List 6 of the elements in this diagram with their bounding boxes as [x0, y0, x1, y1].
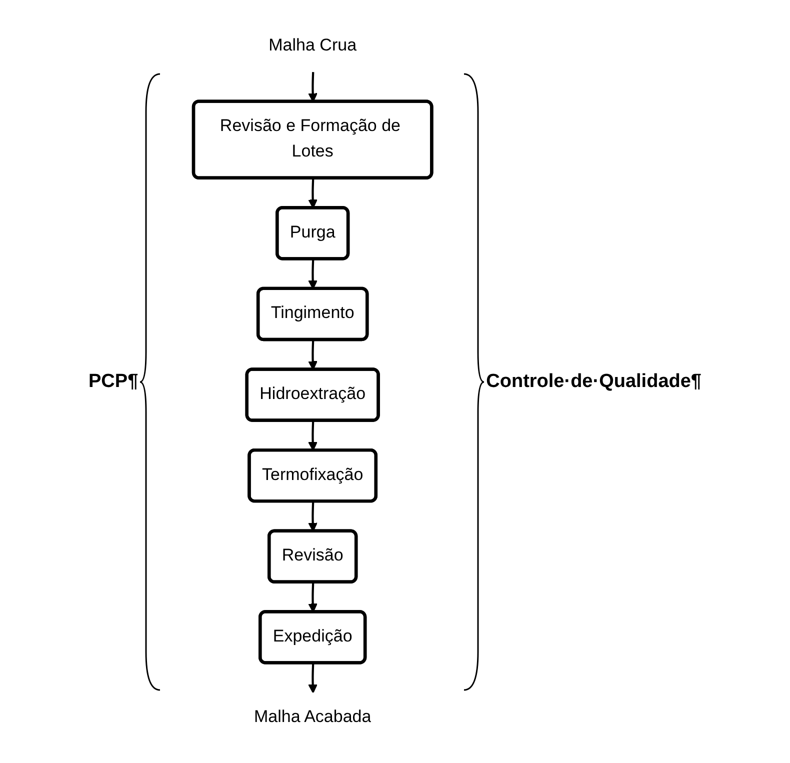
arrow	[308, 662, 318, 693]
node-text: Malha Crua	[268, 36, 356, 54]
group-label: PCP¶	[88, 370, 138, 392]
arrow	[308, 420, 318, 450]
group-label: Controle·de·Qualidade¶	[486, 370, 702, 392]
node-text: Malha Acabada	[253, 708, 371, 726]
